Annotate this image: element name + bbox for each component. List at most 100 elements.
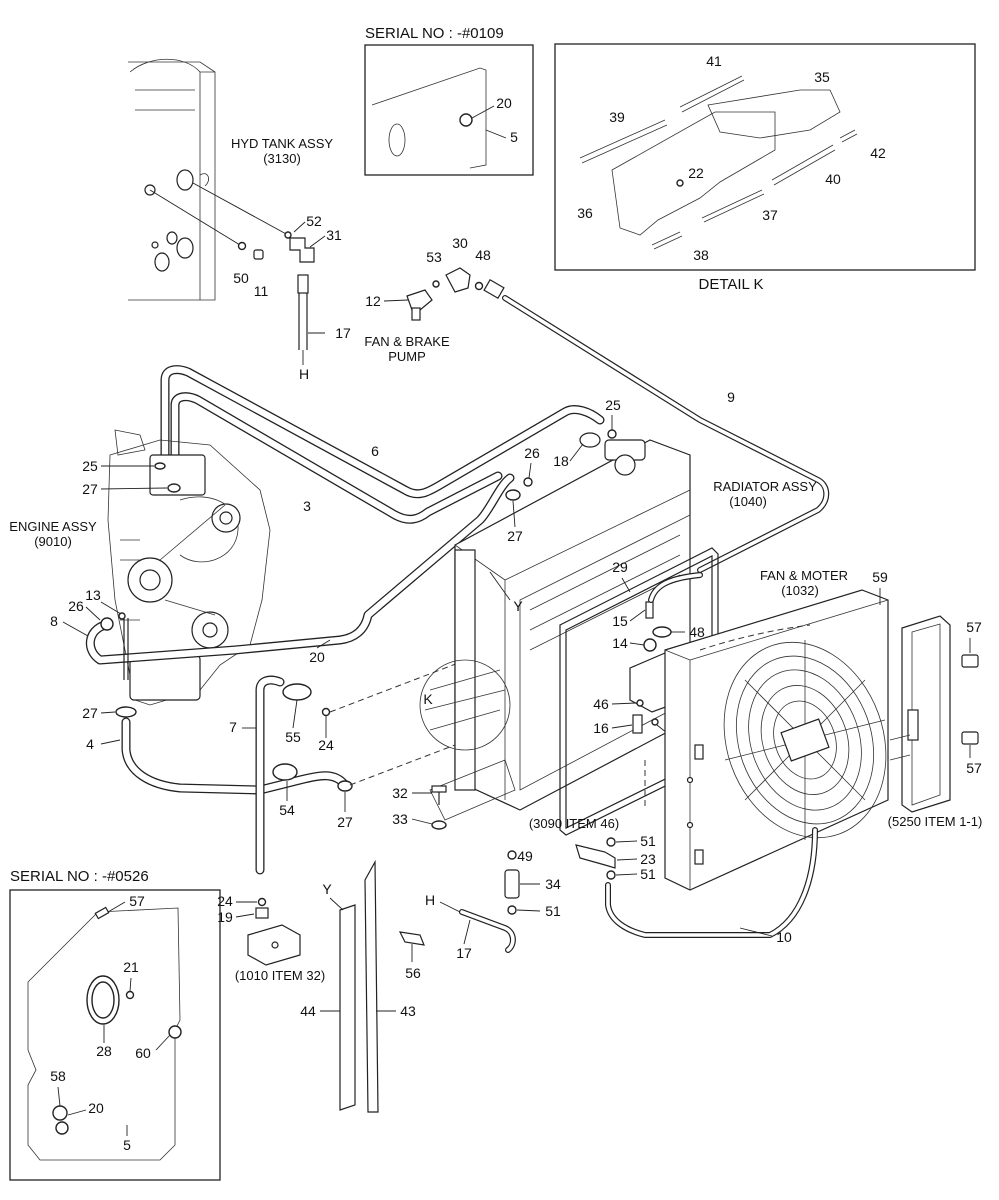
part-46: 46: [593, 696, 609, 712]
part-24-mid: 24: [318, 737, 334, 753]
part-27-lower: 27: [82, 705, 98, 721]
engine-code: (9010): [34, 534, 72, 549]
part-48-top: 48: [475, 247, 491, 263]
part-39: 39: [609, 109, 625, 125]
part-57-lower: 57: [966, 760, 982, 776]
part-36: 36: [577, 205, 593, 221]
part-3: 3: [303, 498, 311, 514]
part-29: 29: [612, 559, 628, 575]
serial-bottom-inset: [9, 889, 221, 1181]
marker-y-lower: Y: [322, 881, 332, 897]
part-51-a: 51: [640, 833, 656, 849]
engine-name: ENGINE ASSY: [9, 519, 97, 534]
part-52: 52: [306, 213, 322, 229]
radiator-code: (1040): [729, 494, 767, 509]
part-20-pipe: 20: [309, 649, 325, 665]
part-41: 41: [706, 53, 722, 69]
serial-bottom-header: SERIAL NO : -#0526: [10, 868, 149, 885]
part-5-inset-bottom: 5: [123, 1137, 131, 1153]
part-37: 37: [762, 207, 778, 223]
part-14: 14: [612, 635, 628, 651]
part-51-c: 51: [545, 903, 561, 919]
fan-code: (1032): [781, 583, 819, 598]
marker-y-rad: Y: [513, 598, 523, 614]
part-25-engine: 25: [82, 458, 98, 474]
part-32: 32: [392, 785, 408, 801]
ref-1010: (1010 ITEM 32): [235, 968, 325, 983]
part-25-rad: 25: [605, 397, 621, 413]
part-40: 40: [825, 171, 841, 187]
part-28: 28: [96, 1043, 112, 1059]
part-17-lower: 17: [456, 945, 472, 961]
part-5-inset-top: 5: [510, 129, 518, 145]
ref-5250: (5250 ITEM 1-1): [888, 814, 983, 829]
part-57-upper: 57: [966, 619, 982, 635]
fan-name: FAN & MOTER: [760, 568, 848, 583]
part-27-rad: 27: [507, 528, 523, 544]
part-8: 8: [50, 613, 58, 629]
part-57-inset: 57: [129, 893, 145, 909]
part-27-mid: 27: [337, 814, 353, 830]
part-20-inset-top: 20: [496, 95, 512, 111]
part-11: 11: [254, 283, 269, 299]
part-60: 60: [135, 1045, 151, 1061]
pump-label-2: PUMP: [388, 349, 426, 364]
hyd-tank-name: HYD TANK ASSY: [231, 136, 333, 151]
part-31: 31: [326, 227, 342, 243]
part-43: 43: [400, 1003, 416, 1019]
part-34: 34: [545, 876, 561, 892]
part-33: 33: [392, 811, 408, 827]
part-9: 9: [727, 389, 735, 405]
part-50: 50: [233, 270, 249, 286]
part-7: 7: [229, 719, 237, 735]
pump-label-1: FAN & BRAKE: [364, 334, 450, 349]
part-24-lower: 24: [217, 893, 233, 909]
part-56: 56: [405, 965, 421, 981]
part-17-top: 17: [335, 325, 351, 341]
part-22: 22: [688, 165, 704, 181]
part-54: 54: [279, 802, 295, 818]
part-16: 16: [593, 720, 609, 736]
part-18: 18: [553, 453, 569, 469]
part-15: 15: [612, 613, 628, 629]
part-55: 55: [285, 729, 301, 745]
part-6: 6: [371, 443, 379, 459]
ref-3090: (3090 ITEM 46): [529, 816, 619, 831]
part-10: 10: [776, 929, 792, 945]
part-27-engine: 27: [82, 481, 98, 497]
detail-k-header: DETAIL K: [698, 276, 763, 293]
marker-h-top: H: [299, 366, 309, 382]
part-19: 19: [217, 909, 233, 925]
part-42: 42: [870, 145, 886, 161]
part-59: 59: [872, 569, 888, 585]
marker-h-lower: H: [425, 892, 435, 908]
part-51-b: 51: [640, 866, 656, 882]
part-13: 13: [85, 587, 101, 603]
marker-k: K: [423, 691, 433, 707]
part-35: 35: [814, 69, 830, 85]
part-58: 58: [50, 1068, 66, 1084]
detail-k-circle: [419, 659, 511, 751]
hyd-tank-code: (3130): [263, 151, 301, 166]
hyd-tank-drawing: [128, 58, 216, 301]
part-44: 44: [300, 1003, 316, 1019]
part-48-motor: 48: [689, 624, 705, 640]
part-38: 38: [693, 247, 709, 263]
side-bracket-drawing: [889, 615, 951, 813]
part-23: 23: [640, 851, 656, 867]
engine-drawing: [107, 429, 271, 706]
serial-top-inset: [364, 44, 534, 176]
part-20-inset-bottom: 20: [88, 1100, 104, 1116]
detail-k-drawing: [579, 75, 858, 250]
part-26-engine: 26: [68, 598, 84, 614]
part-21: 21: [123, 959, 139, 975]
radiator-name: RADIATOR ASSY: [713, 479, 817, 494]
fan-shroud-drawing: [664, 589, 889, 891]
part-4: 4: [86, 736, 94, 752]
part-26-rad: 26: [524, 445, 540, 461]
part-49-lower: 49: [517, 848, 533, 864]
detail-k-inset: [554, 43, 976, 271]
part-30: 30: [452, 235, 468, 251]
part-53: 53: [426, 249, 442, 265]
